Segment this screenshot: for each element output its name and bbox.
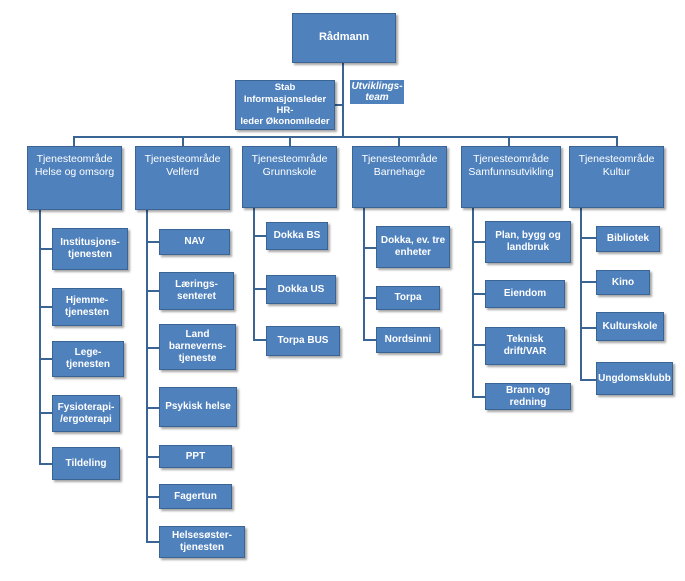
branch	[146, 407, 159, 409]
unit-box: Brann og redning	[485, 383, 571, 410]
area-head-grunnskole: Tjenesteområde Grunnskole	[242, 146, 337, 208]
utviklingsteam-note: Utviklings- team	[350, 80, 404, 104]
area-drop-6	[616, 136, 618, 146]
unit-box: Psykisk helse	[159, 387, 237, 427]
radmann-box: Rådmann	[292, 13, 396, 63]
unit-box: Lege-tjenesten	[52, 341, 124, 377]
branch	[146, 241, 159, 243]
unit-box: Ungdomsklubb	[596, 362, 673, 395]
unit-box: Kino	[596, 270, 650, 295]
unit-box: Kulturskole	[596, 312, 664, 341]
unit-box: Teknisk drift/VAR	[485, 327, 565, 365]
unit-box: Bibliotek	[596, 226, 660, 252]
unit-box: Tildeling	[52, 447, 120, 480]
horizontal-connector	[73, 136, 618, 138]
area-drop-3	[289, 136, 291, 146]
branch	[363, 297, 376, 299]
branch	[363, 339, 376, 341]
branch	[580, 281, 596, 283]
branch	[39, 248, 52, 250]
spine-barnehage	[363, 208, 365, 340]
area-drop-5	[508, 136, 510, 146]
area-head-barnehage: Tjenesteområde Barnehage	[352, 146, 447, 208]
area-head-kultur: Tjenesteområde Kultur	[569, 146, 664, 208]
spine-velferd	[146, 210, 148, 543]
branch	[472, 396, 485, 398]
area-head-velferd: Tjenesteområde Velferd	[135, 146, 230, 210]
area-head-samfunn: Tjenesteområde Samfunnsutvikling	[461, 146, 561, 208]
branch	[146, 456, 159, 458]
unit-box: Dokka BS	[266, 222, 328, 250]
unit-box: NAV	[159, 229, 230, 255]
branch	[39, 358, 52, 360]
branch	[253, 339, 266, 341]
area-drop-2	[182, 136, 184, 146]
unit-box: Fagertun	[159, 484, 232, 509]
unit-box: Dokka US	[266, 275, 336, 304]
unit-box: PPT	[159, 445, 232, 468]
unit-box: Lærings- senteret	[159, 272, 234, 310]
branch	[580, 379, 596, 381]
branch	[253, 288, 266, 290]
branch	[472, 293, 485, 295]
spine-kultur	[580, 208, 582, 381]
area-drop-4	[398, 136, 400, 146]
branch	[146, 541, 159, 543]
unit-box: Nordsinni	[376, 327, 440, 353]
branch	[363, 247, 376, 249]
branch	[39, 412, 52, 414]
branch	[580, 237, 596, 239]
area-drop-1	[73, 136, 75, 146]
branch	[472, 241, 485, 243]
unit-box: Helsesøster- tjenesten	[159, 526, 245, 558]
unit-box: Institusjons- tjenesten	[52, 228, 128, 270]
stab-box: Stab Informasjonsleder HR- leder Økonomi…	[235, 80, 335, 130]
branch	[146, 496, 159, 498]
unit-box: Plan, bygg og landbruk	[485, 221, 571, 263]
unit-box: Torpa BUS	[266, 326, 340, 356]
branch	[146, 290, 159, 292]
area-head-helse: Tjenesteområde Helse og omsorg	[27, 146, 122, 210]
stab-connector	[335, 104, 343, 106]
unit-box: Eiendom	[485, 280, 565, 308]
branch	[580, 327, 596, 329]
branch	[39, 306, 52, 308]
unit-box: Land barneverns- tjeneste	[159, 324, 236, 370]
branch	[146, 347, 159, 349]
unit-box: Torpa	[376, 286, 440, 310]
spine-grunnskole	[253, 208, 255, 340]
unit-box: Dokka, ev. tre enheter	[376, 226, 450, 268]
branch	[253, 235, 266, 237]
spine-samfunn	[472, 208, 474, 397]
branch	[472, 344, 485, 346]
spine-helse	[39, 210, 41, 464]
unit-box: Hjemme- tjenesten	[52, 288, 122, 326]
root-vertical-connector	[342, 63, 344, 137]
branch	[39, 463, 52, 465]
unit-box: Fysioterapi- /ergoterapi	[52, 395, 120, 432]
